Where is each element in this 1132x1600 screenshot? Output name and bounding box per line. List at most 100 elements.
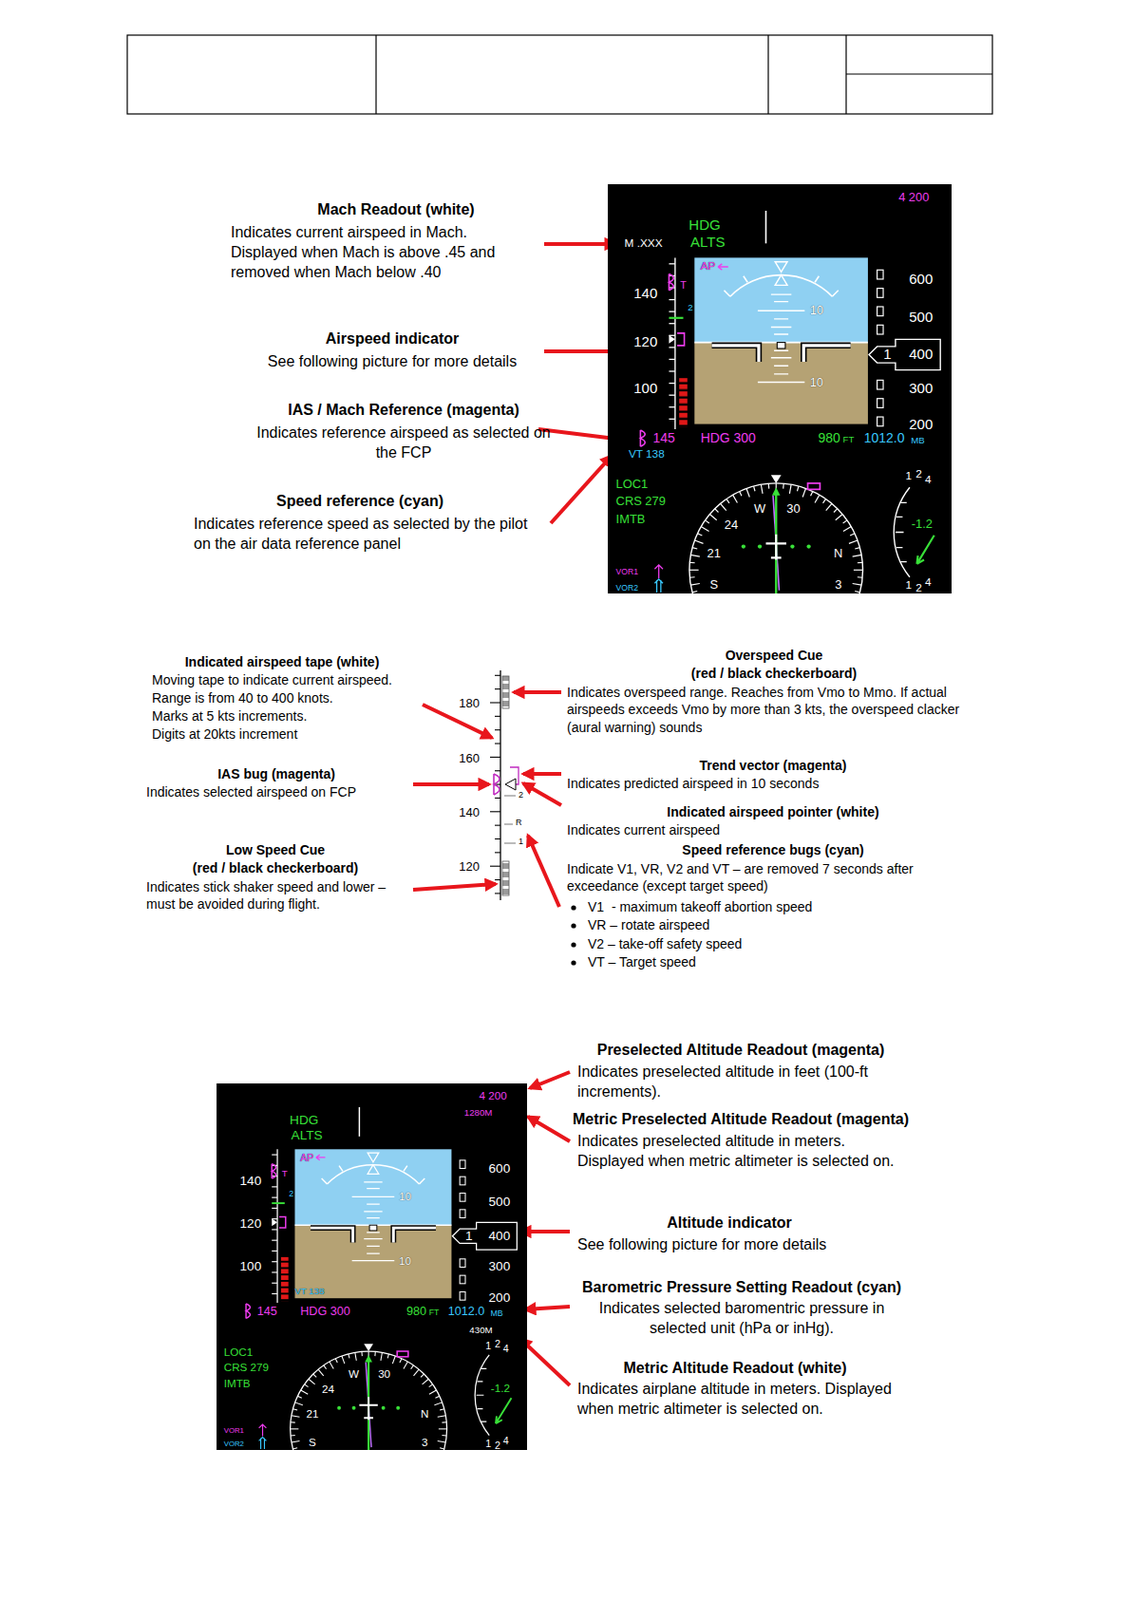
callout-heading: Speed reference bugs (cyan) [681,841,864,859]
pfd-readout: W [348,1368,359,1380]
pfd-readout: FT [429,1307,440,1317]
pfd-readout: MB [490,1308,503,1318]
pfd-readout: LOC1 [224,1346,253,1359]
pfd-readout: HDG 300 [300,1304,351,1318]
callout-heading: Metric Altitude Readout (white) [623,1358,848,1378]
callout-heading: Speed reference (cyan) [276,490,444,511]
pfd-readout: 400 [908,347,933,362]
pfd-readout: -1.2 [490,1382,510,1395]
callout-text: Indicates current airspeed in Mach. Disp… [230,222,537,283]
pfd-readout: 10 [398,1191,412,1204]
callout-text: 120 [458,858,480,875]
pfd-readout: 3 [834,579,842,592]
pfd-readout: 300 [908,380,933,396]
pfd-readout: CRS 279 [224,1362,269,1375]
pfd-readout: 430M [469,1325,492,1336]
pfd-readout: HDG 300 [700,432,756,446]
pfd-readout: ALTS [291,1129,323,1143]
pfd-readout: 100 [633,380,658,396]
pfd-readout: 24 [321,1383,335,1396]
callout-text: Indicates predicted airspeed in 10 secon… [566,774,819,793]
pfd-readout: 400 [489,1229,511,1244]
pfd-readout: 120 [240,1217,263,1231]
pfd-readout: 4 200 [898,191,929,205]
callout-text: 160 [458,750,480,767]
callout-heading: Overspeed Cue [725,646,824,664]
pfd-readout: 4 [924,474,932,487]
pfd-readout: 145 [257,1304,278,1318]
callout-text: R [515,817,523,830]
callout-text: Indicates stick shaker speed and lower –… [146,878,411,914]
callout-heading: Indicated airspeed tape (white) [185,653,380,671]
callout-text: Indicate V1, VR, V2 and VT – are removed… [566,860,933,896]
pfd-readout: 1012.0 [448,1304,486,1318]
callout-heading: IAS bug (magenta) [217,765,336,783]
callout-text: Indicates selected airspeed on FCP [146,783,357,801]
callout-text: Marks at 5 kts increments. [151,707,307,725]
callout-heading: Indicated airspeed pointer (white) [666,803,879,821]
callout-text: Digits at 20kts increment [151,725,298,743]
pfd-readout: 2 [915,583,923,594]
pfd-readout: VOR2 [224,1440,245,1449]
callout-text: V1 - maximum takeoff abortion speed [587,898,812,916]
callout-text: VR – rotate airspeed [587,916,710,934]
callout-text: 180 [458,695,480,712]
callout-text: 2 [518,790,524,802]
callout-heading: (red / black checkerboard) [691,664,857,682]
pfd-readout: 3 [421,1436,428,1449]
pfd-readout: T [679,280,687,291]
pfd-readout: FT [843,434,855,445]
pfd-readout: 300 [489,1260,511,1274]
callout-text: Indicates selected baromentric pressure … [584,1298,899,1339]
callout-heading: Trend vector (magenta) [699,756,848,774]
pfd-readout: 21 [305,1409,319,1421]
pfd-readout: AP [699,261,716,273]
callout-text: Indicates overspeed range. Reaches from … [566,683,985,736]
pfd-readout: 24 [724,519,738,532]
pfd-readout: 4 [503,1435,510,1447]
callout-text: See following picture for more details [267,351,517,372]
bullets [570,905,576,965]
callout-heading: Airspeed indicator [325,328,459,349]
pfd-readout: T [282,1169,288,1179]
pfd-readout: 10 [810,304,824,318]
pfd-readout: 145 [652,432,675,446]
pfd-readout: 1012.0 [864,432,906,446]
pfd-readout: 2 [288,1189,294,1199]
pfd-screen: 4 2001280MHDGALTSAP1010140120100T2600500… [216,1083,528,1451]
callout-text: 1 [518,836,524,849]
pfd-readout: HDG [688,217,720,232]
pfd-readout: 21 [707,547,721,561]
pfd-readout: 10 [810,376,824,389]
pfd-readout: 30 [377,1368,391,1380]
pfd-readout: 2 [915,469,923,481]
callout-heading: Low Speed Cue [226,841,325,859]
pfd-readout: MB [910,435,925,446]
pfd-readout: 980 [406,1304,427,1318]
callout-text: VT – Target speed [587,953,697,971]
pfd-readout: CRS 279 [616,495,666,509]
pfd-readout: 140 [633,285,658,301]
callout-heading: Altitude indicator [666,1212,793,1233]
pfd-readout: 4 [924,577,932,589]
pfd-readout: S [709,579,718,592]
callout-heading: Barometric Pressure Setting Readout (cya… [582,1277,902,1298]
pfd-readout: 200 [908,416,933,432]
pfd-readout: -1.2 [911,517,933,530]
airspeed-tape [490,670,519,901]
pfd-readout: 1 [485,1340,491,1352]
callout-text: 140 [458,804,480,821]
pfd-readout: M .XXX [624,239,663,251]
pfd-readout: IMTB [616,512,646,526]
pfd-readout: 500 [489,1195,511,1209]
pfd-readout: 1 [465,1229,473,1244]
callout-text: V2 – take-off safety speed [587,935,742,953]
callout-text: Indicates reference speed as selected by… [193,513,544,554]
pfd-readout: 500 [908,309,933,324]
pfd-readout: S [308,1436,317,1449]
pfd-readout: 2 [494,1440,501,1451]
pfd-readout: 1280M [464,1108,493,1118]
pfd-readout: N [833,547,843,561]
pfd-readout: VOR1 [616,567,639,577]
pfd-readout: 1 [485,1438,491,1450]
